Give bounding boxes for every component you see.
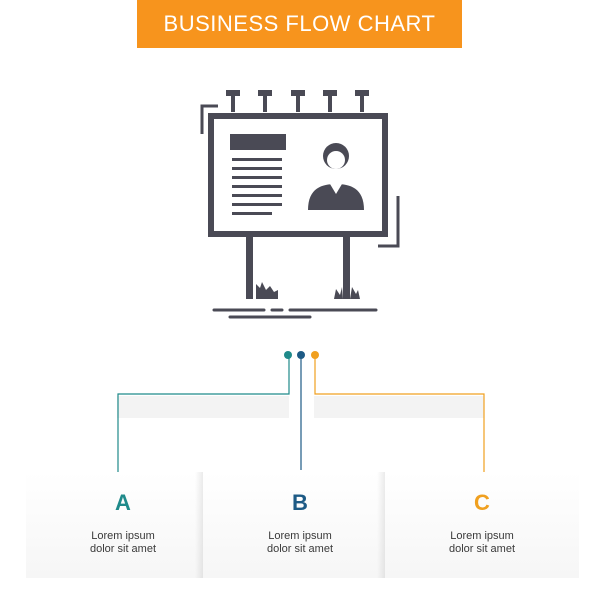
step-text-line1: Lorem ipsum: [268, 530, 332, 542]
step-card-a: A Lorem ipsum dolor sit amet: [26, 472, 228, 578]
connector-c: [314, 356, 485, 478]
step-letter-a: A: [115, 490, 131, 515]
step-text-line1: Lorem ipsum: [91, 530, 155, 542]
card-shadow: [195, 472, 203, 578]
connector-dot-c: [311, 351, 319, 359]
billboard-icon: [200, 90, 400, 319]
step-card-b: B Lorem ipsum dolor sit amet: [195, 472, 405, 578]
card-shadow: [377, 472, 385, 578]
step-text-line2: dolor sit amet: [89, 543, 157, 555]
step-card-c: C Lorem ipsum dolor sit amet: [377, 472, 579, 578]
title-banner: BUSINESS FLOW CHART: [137, 0, 462, 48]
step-text-line2: dolor sit amet: [266, 543, 334, 555]
step-text-line1: Lorem ipsum: [450, 530, 514, 542]
step-text-line2: dolor sit amet: [448, 543, 516, 555]
step-letter-c: C: [474, 490, 490, 515]
step-letter-b: B: [292, 490, 308, 515]
connector-a: [117, 356, 290, 478]
page-title: BUSINESS FLOW CHART: [163, 11, 436, 36]
step-text-b: Lorem ipsum dolor sit amet: [203, 530, 397, 556]
connector-dot-b: [297, 351, 305, 359]
connector-dot-a: [284, 351, 292, 359]
step-text-a: Lorem ipsum dolor sit amet: [26, 530, 220, 556]
step-text-c: Lorem ipsum dolor sit amet: [385, 530, 579, 556]
